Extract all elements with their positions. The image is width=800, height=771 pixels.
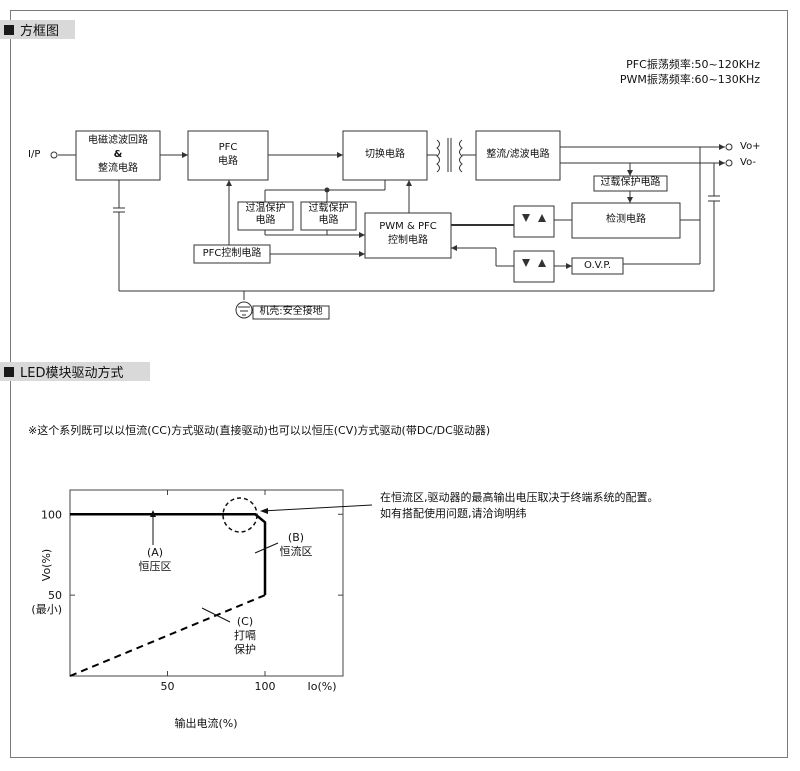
output-series-line xyxy=(70,513,267,596)
otp-line2: 电路 xyxy=(255,215,276,226)
emi-filter-label: 电磁滤波回路 & 整流电路 xyxy=(76,134,160,176)
y-axis-label: Vo(%) xyxy=(40,549,53,581)
pfc-control-label: PFC控制电路 xyxy=(202,248,262,259)
section-header-block-diagram: 方框图 xyxy=(0,20,75,39)
page-frame xyxy=(10,10,788,758)
ground-label: 机壳:安全接地 xyxy=(259,306,323,317)
region-b-text: 恒流区 xyxy=(280,544,313,558)
annotation-arrowhead xyxy=(260,508,268,514)
highlight-circle xyxy=(222,497,258,533)
olp-right-label: 过载保护电路 xyxy=(600,177,661,188)
plot-frame xyxy=(69,489,344,677)
olp-label: 过载保护 电路 xyxy=(301,203,356,227)
region-b-tag: (B) xyxy=(288,531,304,544)
ovp-label: O.V.P. xyxy=(583,260,612,271)
y-tick-label: 100 xyxy=(41,508,62,521)
region-b-pointer xyxy=(254,542,279,554)
olp-line1: 过载保护 xyxy=(308,203,349,214)
section-title: 方框图 xyxy=(20,24,60,39)
region-c-tag: (C) xyxy=(237,615,253,628)
x-axis-unit: Io(%) xyxy=(307,680,336,693)
vo-plus-label: Vo+ xyxy=(740,141,761,152)
region-c-pointer xyxy=(201,607,231,623)
emi-line1: 电磁滤波回路 xyxy=(88,135,148,146)
y-tick-label: 50 xyxy=(48,589,62,602)
square-bullet-icon xyxy=(4,24,14,35)
annotation-arrow-line xyxy=(261,504,373,512)
region-a-text: 恒压区 xyxy=(139,560,172,573)
y-tick-sublabel: (最小) xyxy=(31,603,62,616)
annotation-line1: 在恒流区,驱动器的最高输出电压取决于终端系统的配置。 xyxy=(380,491,659,504)
pwm-frequency-spec: PWM振荡频率:60~130KHz xyxy=(619,73,760,86)
detect-label: 检测电路 xyxy=(606,214,646,225)
x-axis-label: 输出电流(%) xyxy=(174,716,237,730)
emi-line2: & xyxy=(113,149,123,160)
pfc-line2: 电路 xyxy=(218,156,238,167)
region-c-text2: 保护 xyxy=(234,642,256,656)
olp-box xyxy=(300,201,357,231)
vo-minus-label: Vo- xyxy=(740,157,756,168)
x-tick-label: 100 xyxy=(255,680,276,693)
pwm-line1: PWM & PFC xyxy=(379,221,437,232)
input-label: I/P xyxy=(28,149,41,160)
switch-circuit-label: 切换电路 xyxy=(365,149,405,160)
pfc-circuit-label: PFC 电路 xyxy=(188,141,268,169)
pwm-line2: 控制电路 xyxy=(388,235,428,246)
annotation-line2: 如有搭配使用问题,请洽询明纬 xyxy=(380,507,527,520)
olp-line2: 电路 xyxy=(318,215,339,226)
otp-line1: 过温保护 xyxy=(245,203,286,214)
region-c-text1: 打嗝 xyxy=(234,628,256,642)
square-bullet-icon xyxy=(4,366,14,377)
optocoupler-1 xyxy=(513,205,555,238)
pfc-line1: PFC xyxy=(218,142,238,153)
section-header-led-drive: LED模块驱动方式 xyxy=(0,362,150,381)
otp-label: 过温保护 电路 xyxy=(238,203,293,227)
drive-mode-note: ※这个系列既可以以恒流(CC)方式驱动(直接驱动)也可以以恒压(CV)方式驱动(… xyxy=(28,424,491,437)
x-tick-label: 50 xyxy=(161,680,175,693)
rect-filter-label: 整流/滤波电路 xyxy=(486,149,550,160)
section-title: LED模块驱动方式 xyxy=(20,366,124,381)
cc-region-annotation: 在恒流区,驱动器的最高输出电压取决于终端系统的配置。 如有搭配使用问题,请洽询明… xyxy=(380,490,659,522)
region-a-arrowhead xyxy=(150,510,156,517)
region-a-tag: (A) xyxy=(147,546,163,559)
pwm-control-label: PWM & PFC 控制电路 xyxy=(365,220,451,248)
emi-line3: 整流电路 xyxy=(98,163,138,174)
pfc-frequency-spec: PFC振荡频率:50~120KHz xyxy=(626,58,760,71)
